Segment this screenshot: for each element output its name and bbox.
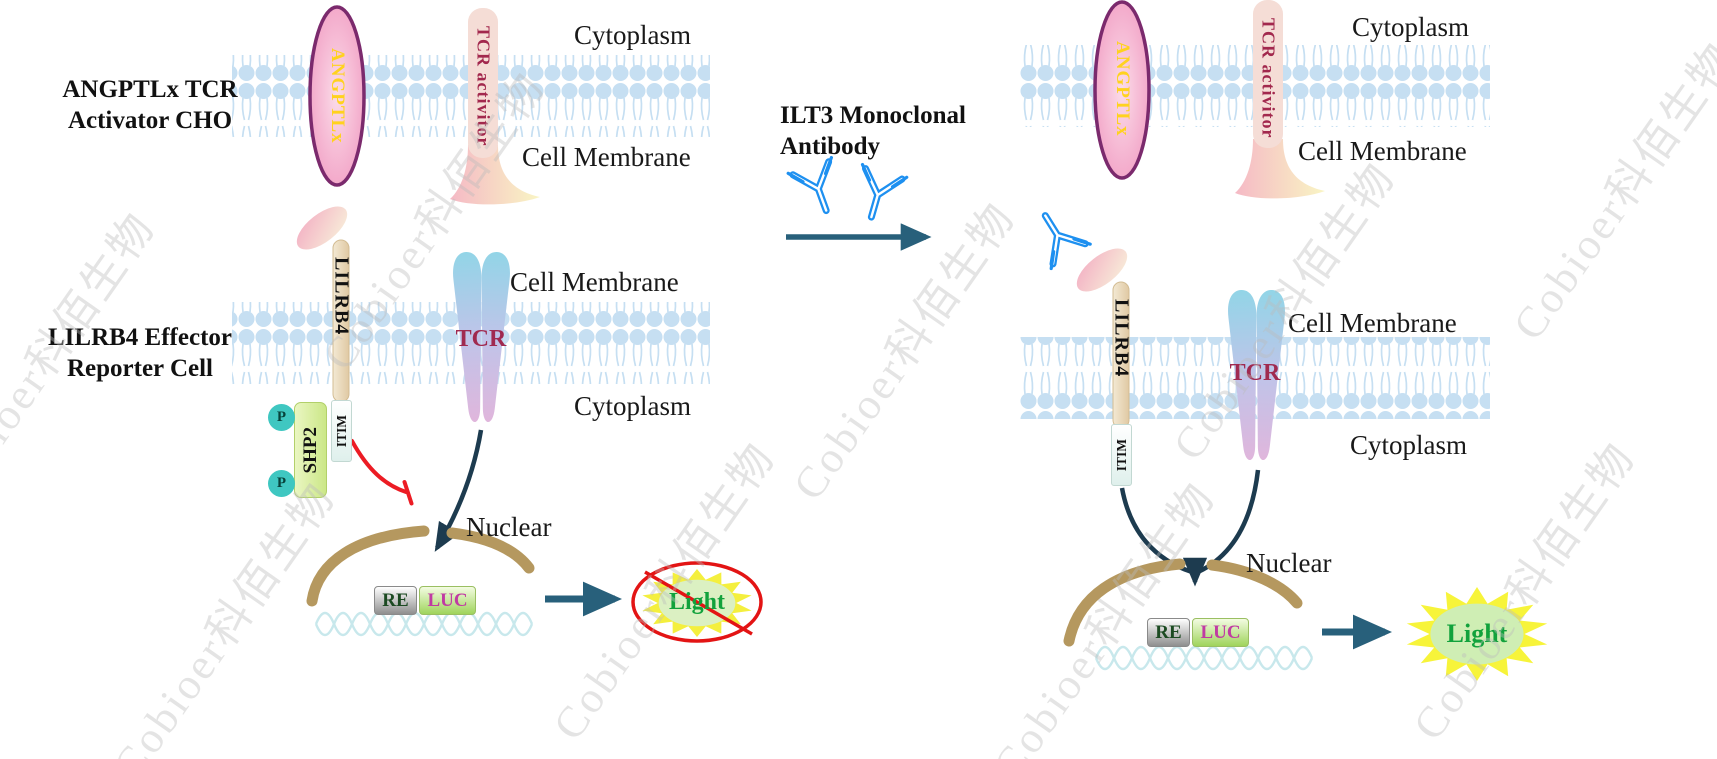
tcr-activator-stalk-left [468,8,498,158]
no-light-circle [631,561,763,643]
nuclear-envelope-left-arc1 [306,525,430,607]
cho-cell-label-line2: Activator CHO [67,107,233,134]
nuclear-label-left: Nuclear [466,512,552,542]
tcr-label-right: TCR [1229,360,1281,386]
light-label-crossed: Light [668,589,725,615]
inhibition-arrow-bar [402,480,414,506]
lilrb4-label-right: LILRB4 [1110,298,1133,378]
cell-membrane-label-mid-right: Cell Membrane [1288,308,1457,338]
nuclear-envelope-left-arc2 [446,527,535,574]
tcr-activator-label-left: TCR activitor [473,25,494,147]
angptlx-label-left: ANGPTLx [327,48,348,144]
phospho-badge-2: P [268,470,295,497]
cytoplasm-label-mid-left: Cytoplasm [574,391,692,421]
tcr-label-left: TCR [455,326,507,352]
lilrb4-label-left: LILRB4 [330,256,353,336]
itim-domain-right: ITIM [1111,424,1132,486]
light-star [1406,587,1548,681]
nuclear-label-right: Nuclear [1246,548,1332,578]
cho-cell-label-line1: ANGPTLx TCR [62,76,238,103]
shp2-protein: SHP2 [294,402,327,498]
no-light-slash [644,570,753,636]
nuclear-envelope-right-arc2 [1206,559,1303,609]
ilt3-antibody-label-line1: ILT3 Monoclonal [780,102,966,129]
light-label-active: Light [1446,619,1508,648]
effector-cell-label-line1: LILRB4 Effector [48,324,232,351]
lilrb4-head-right [1076,248,1128,292]
ilt3-antibody-label-line2: Antibody [780,133,881,160]
phospho-badge-1: P [268,404,295,431]
cytoplasm-label-mid-right: Cytoplasm [1350,430,1468,460]
cell-membrane-label-top-right: Cell Membrane [1298,136,1467,166]
nuclear-envelope-right-arc1 [1063,558,1186,647]
lilrb4-head-left [296,206,348,250]
tcr-activator-stalk-right [1253,0,1283,148]
tcr-activator-label-right: TCR activitor [1258,17,1279,139]
re-element-left: RE [374,586,417,615]
ilt3-antibody-label: ILT3 Monoclonal Antibody [780,100,1030,162]
cytoplasm-label-top-right: Cytoplasm [1352,12,1470,42]
luc-gene-left: LUC [419,586,476,615]
luc-gene-right: LUC [1192,618,1249,647]
antibody-icon-2 [849,165,906,224]
effector-cell-label-line2: Reporter Cell [66,355,213,382]
re-element-right: RE [1147,618,1190,647]
tcr-activator-base-left [450,145,540,205]
antibody-icon-bound [1026,203,1090,268]
effector-cell-label: LILRB4 Effector Reporter Cell [22,322,258,384]
dna-left-strand2 [314,611,534,637]
dna-right-strand2 [1094,645,1314,671]
angptlx-protein-left [308,5,366,187]
cytoplasm-label-top-left: Cytoplasm [574,20,692,50]
tcr-activator-base-right [1235,139,1325,199]
itim-domain-left: ITIM [331,400,352,462]
angptlx-protein-right [1093,0,1151,180]
cell-membrane-label-top-left: Cell Membrane [522,142,691,172]
antibody-icon-1 [788,158,848,219]
cell-membrane-label-mid-left: Cell Membrane [510,267,679,297]
signal-arrow-left [434,429,484,552]
inhibition-arrow [350,439,408,494]
cho-cell-label: ANGPTLx TCR Activator CHO [28,74,272,136]
angptlx-label-right: ANGPTLx [1112,41,1133,137]
